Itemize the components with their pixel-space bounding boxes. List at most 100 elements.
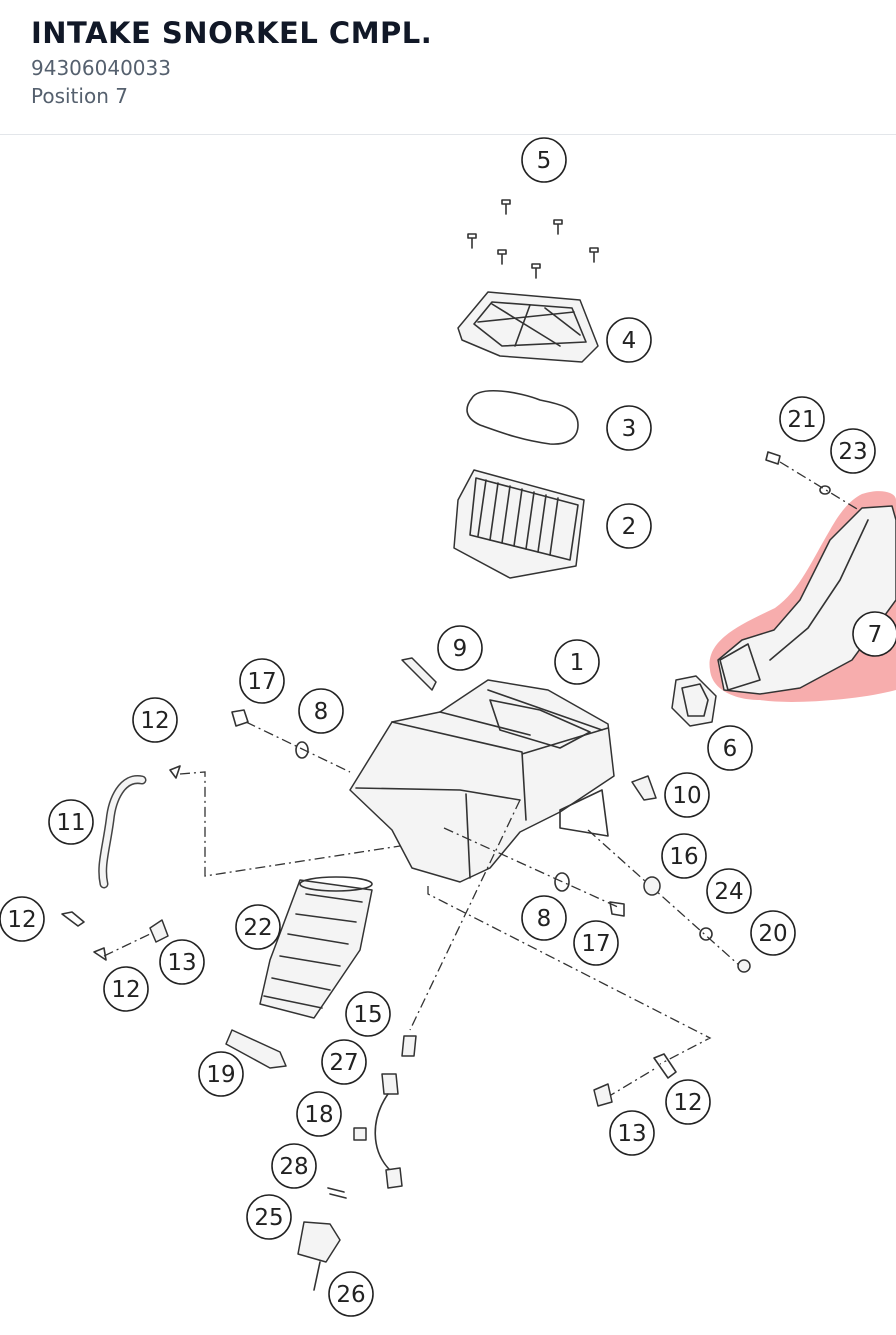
callout-position-5[interactable]: 5 xyxy=(521,137,567,183)
callout-circle xyxy=(298,688,344,734)
callout-circle xyxy=(437,625,483,671)
callout-position-17[interactable]: 17 xyxy=(239,658,285,704)
callout-position-12[interactable]: 12 xyxy=(0,896,45,942)
callout-label: 12 xyxy=(673,1090,702,1116)
callout-position-27[interactable]: 27 xyxy=(321,1039,367,1085)
callout-position-9[interactable]: 9 xyxy=(437,625,483,671)
part-title: INTAKE SNORKEL CMPL. xyxy=(31,16,433,50)
callout-label: 5 xyxy=(537,148,552,174)
callout-position-26[interactable]: 26 xyxy=(328,1271,374,1317)
bolt-part-17-right xyxy=(609,901,625,917)
callout-position-1[interactable]: 1 xyxy=(554,639,600,685)
exploded-parts-diagram: 5 4 3 2 21 23 7 9 1 17 8 12 6 10 11 16 24 20 12 22 8 17 13 12 15… xyxy=(0,137,896,1317)
screw-part-26 xyxy=(313,1261,321,1291)
callout-position-16[interactable]: 16 xyxy=(661,833,707,879)
part-number: 94306040033 xyxy=(31,56,171,80)
callout-label: 1 xyxy=(570,650,585,676)
grommet-part-8 xyxy=(295,741,309,759)
callout-position-23[interactable]: 23 xyxy=(830,428,876,474)
callout-circle xyxy=(271,1143,317,1189)
callout-position-22[interactable]: 22 xyxy=(235,904,281,950)
clip-part-12 xyxy=(169,765,181,779)
callout-position-21[interactable]: 21 xyxy=(779,396,825,442)
nut-part-20 xyxy=(737,959,751,973)
bracket-part-10 xyxy=(631,775,657,801)
callout-label: 8 xyxy=(314,699,329,725)
callout-label: 20 xyxy=(758,921,787,947)
connector-part-27 xyxy=(381,1073,399,1095)
callout-circle xyxy=(606,503,652,549)
callout-position-28[interactable]: 28 xyxy=(271,1143,317,1189)
part-header: INTAKE SNORKEL CMPL. 94306040033 Positio… xyxy=(0,0,896,135)
callout-circle xyxy=(665,1079,711,1125)
callout-label: 12 xyxy=(7,907,36,933)
callout-position-18[interactable]: 18 xyxy=(296,1091,342,1137)
pins-part-28 xyxy=(327,1187,347,1199)
callout-position-6[interactable]: 6 xyxy=(707,725,753,771)
callout-circle xyxy=(664,772,710,818)
callout-circle xyxy=(609,1110,655,1156)
spacer-part-16 xyxy=(643,876,661,896)
callout-position-19[interactable]: 19 xyxy=(198,1051,244,1097)
callout-label: 2 xyxy=(622,514,637,540)
callout-circle xyxy=(132,697,178,743)
callout-position-8[interactable]: 8 xyxy=(521,895,567,941)
callout-position-7[interactable]: 7 xyxy=(852,611,896,657)
callout-label: 10 xyxy=(672,783,701,809)
callout-circle xyxy=(0,896,45,942)
callout-circle xyxy=(198,1051,244,1097)
intake-snorkel-part-7 xyxy=(717,505,896,695)
callout-position-15[interactable]: 15 xyxy=(345,991,391,1037)
air-filter-part-2 xyxy=(453,469,585,579)
bracket-part-9 xyxy=(401,657,437,691)
callout-circle xyxy=(606,405,652,451)
washer-part-23 xyxy=(819,485,831,495)
callout-position-12[interactable]: 12 xyxy=(665,1079,711,1125)
callout-circle xyxy=(246,1194,292,1240)
callout-label: 16 xyxy=(669,844,698,870)
callout-position-12[interactable]: 12 xyxy=(132,697,178,743)
washer-part-24 xyxy=(699,927,713,941)
callout-label: 19 xyxy=(206,1062,235,1088)
callout-label: 12 xyxy=(140,708,169,734)
callout-circle xyxy=(521,137,567,183)
callout-circle xyxy=(661,833,707,879)
leader-16-24-20 xyxy=(587,829,741,967)
callout-circle xyxy=(345,991,391,1037)
callout-label: 26 xyxy=(336,1282,365,1308)
clip-part-12-right xyxy=(653,1053,677,1079)
leader-15 xyxy=(409,799,521,1031)
callout-label: 8 xyxy=(537,906,552,932)
callout-position-3[interactable]: 3 xyxy=(606,405,652,451)
bolt-part-17 xyxy=(231,709,351,773)
callout-circle xyxy=(328,1271,374,1317)
callout-label: 6 xyxy=(723,736,738,762)
bracket-part-25 xyxy=(297,1221,341,1263)
callout-circle xyxy=(159,939,205,985)
callout-position-13[interactable]: 13 xyxy=(159,939,205,985)
tube-part-19 xyxy=(225,1029,287,1069)
callout-label: 24 xyxy=(714,879,743,905)
callout-position-2[interactable]: 2 xyxy=(606,503,652,549)
callout-position-17[interactable]: 17 xyxy=(573,920,619,966)
callout-label: 21 xyxy=(787,407,816,433)
callout-circle xyxy=(48,799,94,845)
callout-label: 22 xyxy=(243,915,272,941)
callout-position-8[interactable]: 8 xyxy=(298,688,344,734)
callout-circle xyxy=(239,658,285,704)
callout-position-25[interactable]: 25 xyxy=(246,1194,292,1240)
clip-part-12-left xyxy=(61,911,85,927)
callout-position-24[interactable]: 24 xyxy=(706,868,752,914)
callout-position-13[interactable]: 13 xyxy=(609,1110,655,1156)
callout-position-20[interactable]: 20 xyxy=(750,910,796,956)
callout-circle xyxy=(296,1091,342,1137)
cable-part-18 xyxy=(374,1093,399,1181)
callout-position-12[interactable]: 12 xyxy=(103,966,149,1012)
callout-position-11[interactable]: 11 xyxy=(48,799,94,845)
callout-label: 12 xyxy=(111,977,140,1003)
callout-circle xyxy=(830,428,876,474)
callout-circle xyxy=(321,1039,367,1085)
callout-position-10[interactable]: 10 xyxy=(664,772,710,818)
seal-part-6 xyxy=(671,675,717,727)
callout-position-4[interactable]: 4 xyxy=(606,317,652,363)
